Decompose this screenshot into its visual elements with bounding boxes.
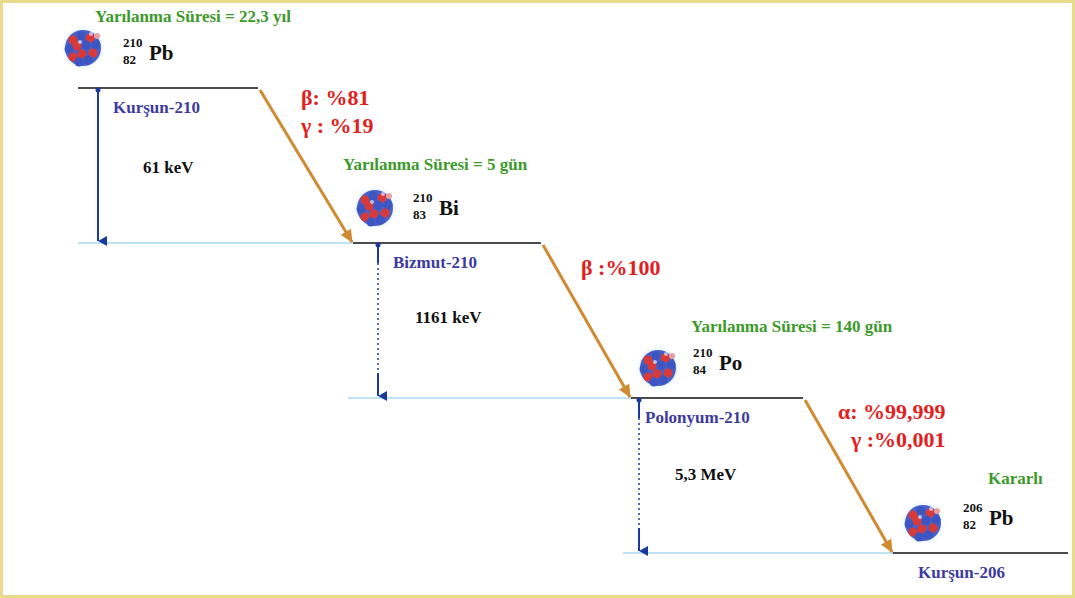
atomic-number: 82 [963, 517, 976, 533]
decay-arrow [260, 90, 352, 242]
energy-label: 1161 keV [415, 308, 482, 328]
decay-ratio: β: %81 [301, 85, 369, 111]
atomic-number: 82 [123, 52, 136, 68]
connector-layer [3, 3, 1075, 598]
decay-illustration [3, 3, 1075, 598]
nuclide-level: 21084 PoPolonyum-210 [631, 338, 803, 433]
atomic-number: 83 [413, 207, 426, 223]
nuclide-name: Kurşun-206 [918, 563, 1005, 583]
nuclide-level: 20682 PbKurşun-206 [893, 493, 1068, 588]
atomic-number: 84 [693, 362, 706, 378]
mass-number: 210 [413, 190, 433, 206]
half-life-label: Yarılanma Süresi = 22,3 yıl [95, 7, 291, 27]
energy-label: 5,3 MeV [675, 465, 736, 485]
stable-label: Kararlı [988, 469, 1043, 489]
nuclide-name: Bizmut-210 [393, 253, 477, 273]
decay-ratio: α: %99,999 [838, 399, 946, 425]
half-life-label: Yarılanma Süresi = 5 gün [343, 155, 527, 175]
decay-ratio: β :%100 [581, 255, 660, 281]
element-symbol: Bi [439, 196, 459, 221]
element-symbol: Pb [989, 506, 1014, 531]
decay-ratio: γ :%0,001 [851, 427, 946, 453]
nuclide-level: 21083 BiBizmut-210 [353, 183, 541, 278]
element-symbol: Po [719, 351, 742, 376]
nuclide-level: 21082 PbKurşun-210 [78, 28, 258, 123]
mass-number: 210 [123, 35, 143, 51]
mass-number: 206 [963, 500, 983, 516]
energy-label: 61 keV [143, 158, 194, 178]
mass-number: 210 [693, 345, 713, 361]
element-symbol: Pb [149, 41, 174, 66]
decay-ratio: γ : %19 [301, 113, 374, 139]
nuclide-name: Kurşun-210 [113, 98, 200, 118]
nuclide-name: Polonyum-210 [645, 408, 750, 428]
half-life-label: Yarılanma Süresi = 140 gün [691, 317, 892, 337]
